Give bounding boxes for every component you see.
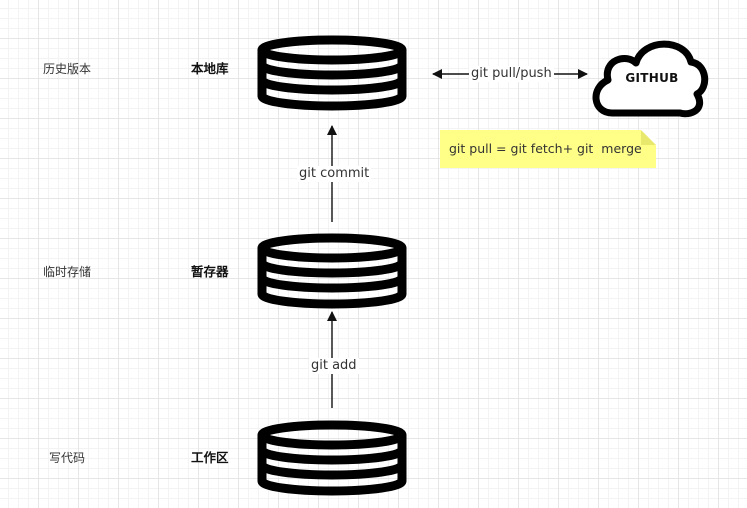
edge-label-add: git add xyxy=(309,358,359,374)
label-staging: 暂存器 xyxy=(191,264,229,279)
note-fold-corner xyxy=(641,130,656,145)
database-local-repo xyxy=(257,35,407,111)
label-write-code: 写代码 xyxy=(49,451,86,465)
label-workspace: 工作区 xyxy=(191,450,229,465)
label-local-repo: 本地库 xyxy=(191,61,229,76)
edge-label-commit: git commit xyxy=(297,166,372,182)
edge-label-pull-push: git pull/push xyxy=(469,66,554,82)
database-staging xyxy=(257,233,407,309)
cloud-label: GITHUB xyxy=(625,71,679,85)
github-cloud-icon xyxy=(592,40,709,118)
note-text: git pull = git fetch+ git merge xyxy=(449,141,642,156)
sticky-note: git pull = git fetch+ git merge xyxy=(440,130,656,168)
database-workspace xyxy=(257,420,407,496)
label-temp-storage: 临时存储 xyxy=(43,265,92,279)
label-history-version: 历史版本 xyxy=(43,62,92,76)
